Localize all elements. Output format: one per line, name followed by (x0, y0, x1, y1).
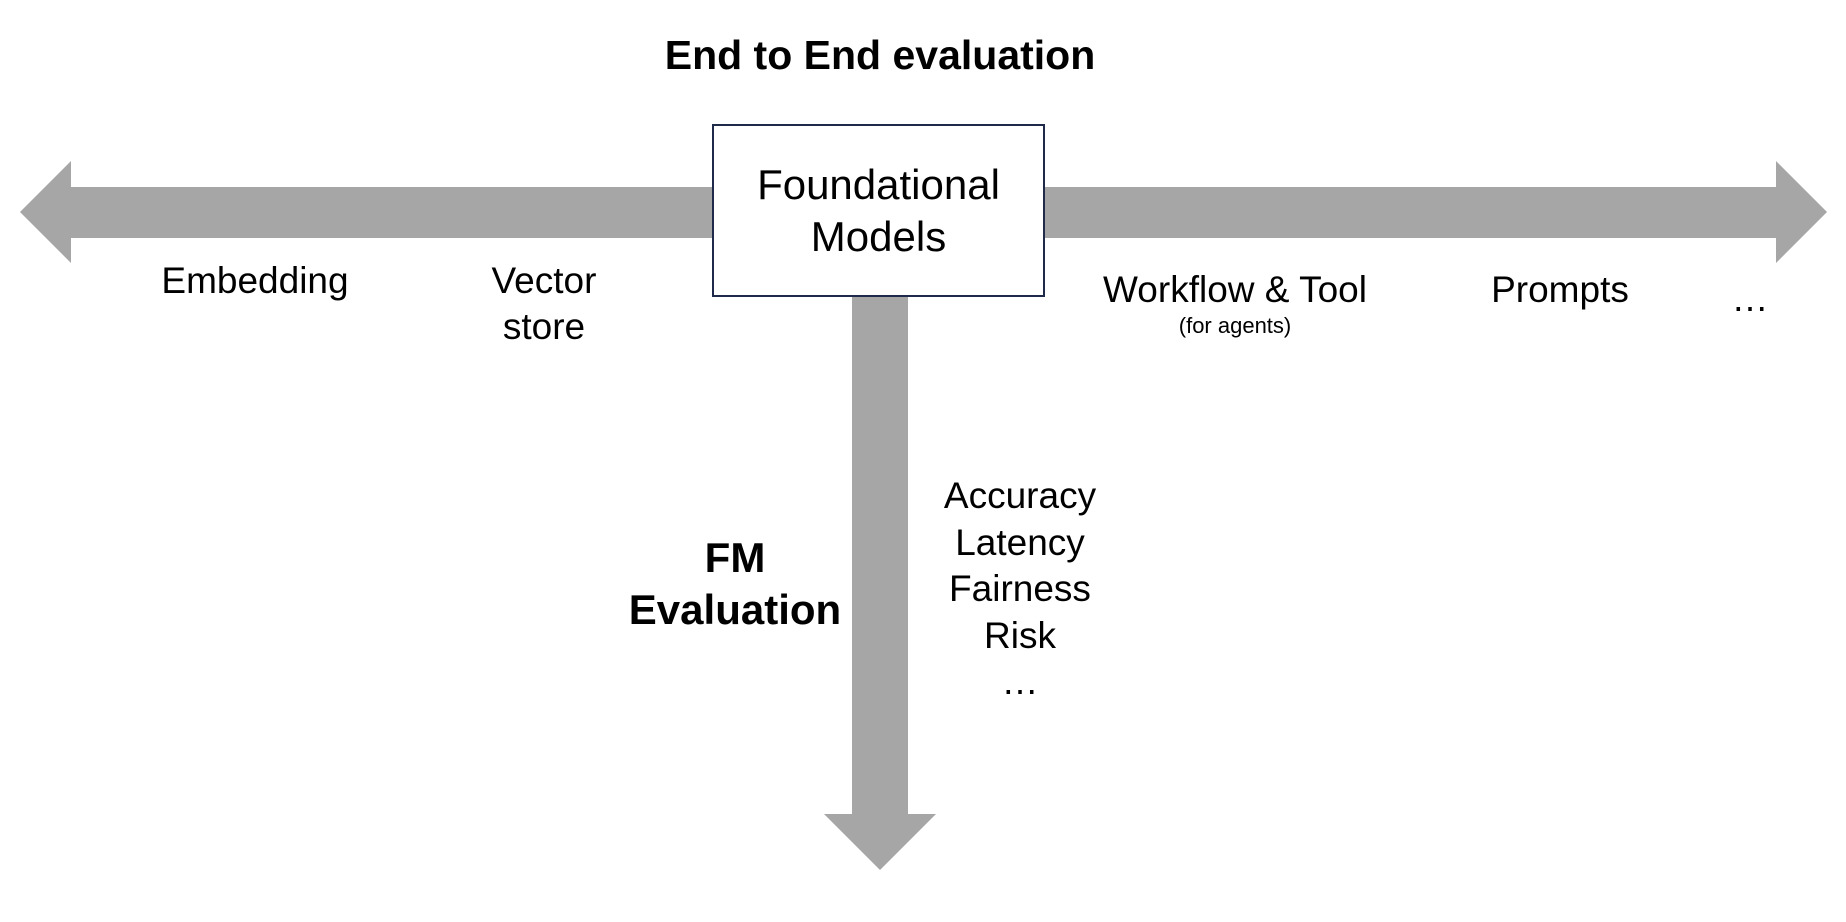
vertical-down-arrow (824, 296, 936, 870)
metric-item: … (1001, 661, 1039, 702)
axis-item-prompts: Prompts (1491, 269, 1629, 310)
metric-item: Fairness (949, 568, 1091, 609)
axis-item-workflow-tool: Workflow & Tool (for agents) (1075, 267, 1395, 339)
metric-item: Risk (984, 614, 1056, 656)
fm-evaluation-label: FM Evaluation (628, 534, 842, 633)
workflow-note: (for agents) (1178, 313, 1292, 338)
metric-item: Latency (955, 521, 1085, 563)
metrics-list: Accuracy Latency Fairness Risk … (920, 473, 1120, 706)
axis-item-embedding: Embedding (161, 260, 349, 301)
axis-item-vector-store: Vector store (491, 260, 597, 347)
foundational-models-box: Foundational Models (712, 124, 1045, 297)
diagram-title: End to End evaluation (664, 32, 1096, 78)
box-line-1: Foundational (757, 160, 1000, 208)
box-line-2: Models (810, 212, 947, 260)
metric-item: Accuracy (943, 475, 1097, 516)
axis-item-ellipsis: … (1731, 278, 1769, 319)
